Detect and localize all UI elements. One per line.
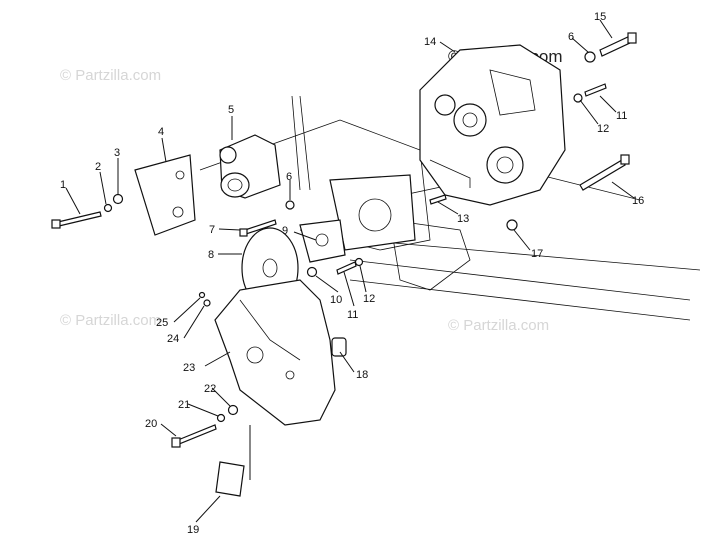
- screw-25: [198, 291, 206, 299]
- callout-18: 18: [356, 369, 368, 381]
- nut-10: [306, 266, 318, 278]
- washer-24: [203, 299, 211, 307]
- washer-6-right: [584, 51, 596, 63]
- callout-12-right: 12: [597, 123, 609, 135]
- callout-6-right: 6: [568, 31, 574, 43]
- washer-12-center: [354, 257, 364, 267]
- callout-22: 22: [204, 383, 216, 395]
- watermark-top-left: © Partzilla.com: [60, 67, 161, 84]
- callout-1: 1: [60, 179, 66, 191]
- bolt-1: [51, 211, 102, 229]
- washer-21: [216, 413, 226, 423]
- callout-6-left: 6: [286, 171, 292, 183]
- washer-22: [227, 404, 239, 416]
- callout-20: 20: [145, 418, 157, 430]
- bolt-7: [239, 219, 277, 237]
- belt-guard: [214, 279, 336, 426]
- callout-16: 16: [632, 195, 644, 207]
- spacer: [331, 337, 347, 357]
- callout-9: 9: [282, 225, 288, 237]
- bolt-11-right: [584, 83, 607, 97]
- bolt-16: [579, 154, 630, 191]
- washer-2: [103, 203, 113, 213]
- callout-5: 5: [228, 104, 234, 116]
- callout-17: 17: [531, 248, 543, 260]
- callout-19: 19: [187, 524, 199, 536]
- gearcase-assembly: [419, 44, 566, 206]
- callout-8: 8: [208, 249, 214, 261]
- callout-10: 10: [330, 294, 342, 306]
- bolt-20: [171, 424, 217, 448]
- leader-lines: [65, 19, 635, 523]
- callout-23: 23: [183, 362, 195, 374]
- mounting-plate: [299, 174, 416, 263]
- watermark-mid-right: © Partzilla.com: [448, 317, 549, 334]
- nut-17: [506, 219, 518, 231]
- callout-11-right: 11: [616, 110, 627, 122]
- washer-3: [112, 193, 124, 205]
- callout-21: 21: [178, 399, 190, 411]
- callout-4: 4: [158, 126, 164, 138]
- washer-6-left: [285, 200, 295, 210]
- watermark-mid-left: © Partzilla.com: [60, 312, 161, 329]
- callout-2: 2: [95, 161, 101, 173]
- decal-19: [215, 461, 245, 497]
- callout-25: 25: [156, 317, 168, 329]
- callout-15: 15: [594, 11, 606, 23]
- callout-11-center: 11: [347, 309, 358, 321]
- callout-3: 3: [114, 147, 120, 159]
- bolt-13: [429, 194, 447, 205]
- callout-labels: 1 2 3 4 5 6 7 8 9 10 11 12 13 14 15 6 11…: [60, 11, 644, 536]
- callout-12-center: 12: [363, 293, 375, 305]
- callout-14: 14: [424, 36, 436, 48]
- callout-13: 13: [457, 213, 469, 225]
- bolt-11-center: [336, 261, 357, 275]
- callout-24: 24: [167, 333, 179, 345]
- callout-7: 7: [209, 224, 215, 236]
- bolt-15: [599, 32, 637, 57]
- drive-clutch: [219, 134, 281, 199]
- bracket: [134, 154, 196, 236]
